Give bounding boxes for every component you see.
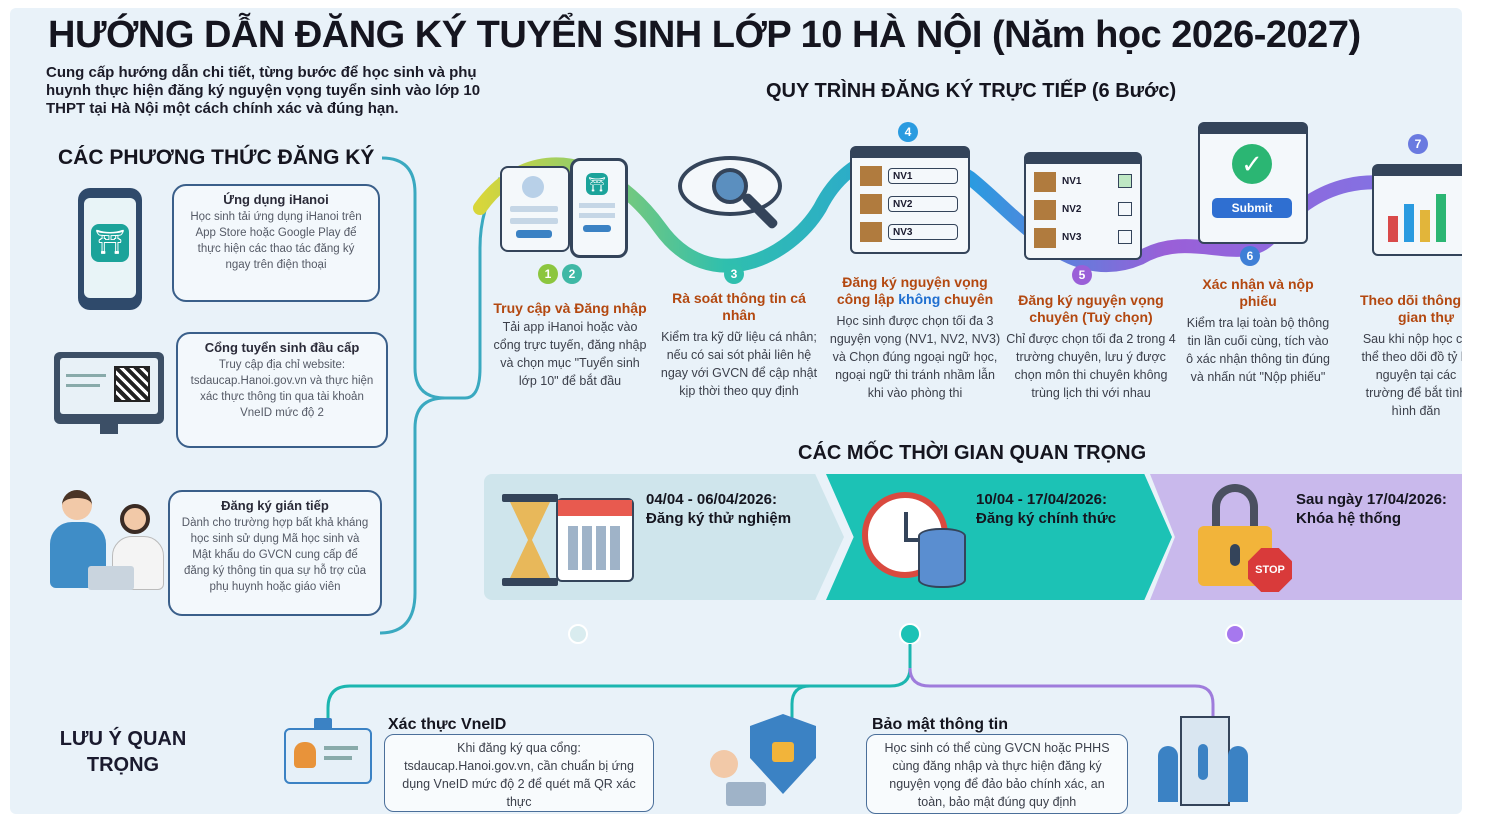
calendar-icon — [556, 498, 634, 582]
process-heading: QUY TRÌNH ĐĂNG KÝ TRỰC TIẾP (6 Bước) — [766, 80, 1177, 102]
hourglass-icon — [502, 494, 558, 586]
step-badge-2: 2 — [562, 264, 582, 284]
shield-lock-icon — [710, 714, 830, 810]
step-badge-5: 5 — [1072, 265, 1092, 285]
method-card-ihanoi: Ứng dụng iHanoi Học sinh tải ứng dụng iH… — [172, 184, 380, 302]
nv-label: NV3 — [888, 224, 958, 240]
check-icon: ✓ — [1232, 144, 1272, 184]
method-title: Đăng ký gián tiếp — [221, 498, 329, 513]
nv-label: NV1 — [888, 168, 958, 184]
people-laptop-icon — [48, 490, 170, 596]
method-title: Ứng dụng iHanoi — [223, 192, 329, 207]
step-desc: Kiểm tra kỹ dữ liệu cá nhân; nếu có sai … — [660, 330, 818, 398]
database-icon — [918, 528, 966, 588]
phone-icon: ⛩ — [570, 158, 628, 258]
infographic: HƯỚNG DẪN ĐĂNG KÝ TUYỂN SINH LỚP 10 HÀ N… — [10, 8, 1462, 814]
method-card-portal: Cổng tuyển sinh đầu cấp Truy cập địa chỉ… — [176, 332, 388, 448]
step-desc: Học sinh được chọn tối đa 3 nguyện vọng … — [829, 314, 1001, 400]
stop-sign-icon: STOP — [1248, 548, 1292, 592]
nv-label: NV2 — [888, 196, 958, 212]
note-title: Bảo mật thông tin — [872, 716, 1008, 733]
method-desc: Truy cập địa chỉ website: tsdaucap.Hanoi… — [190, 359, 374, 419]
step-badge-6: 6 — [1240, 246, 1260, 266]
step-desc: Tải app iHanoi hoặc vào cổng trực tuyến,… — [493, 320, 647, 388]
step-desc: Kiểm tra lại toàn bộ thông tin lần cuối … — [1186, 316, 1330, 384]
step-title: Rà soát thông tin cá nhân — [672, 290, 806, 323]
step-title: Xác nhận và nộp phiếu — [1202, 276, 1314, 309]
phone-app-icon: ⛩ — [78, 188, 142, 310]
step-desc: Chỉ được chọn tối đa 2 trong 4 trường ch… — [1006, 332, 1176, 400]
intro-text: Cung cấp hướng dẫn chi tiết, từng bước đ… — [46, 64, 481, 117]
step-title: Truy cập và Đăng nhập — [493, 300, 647, 316]
computer-qr-icon — [54, 352, 166, 434]
note-vneid: Khi đăng ký qua cổng: tsdaucap.Hanoi.gov… — [384, 734, 654, 812]
chart-window-icon — [1372, 164, 1462, 256]
milestone-text: 10/04 - 17/04/2026: Đăng ký chính thức — [976, 491, 1117, 527]
method-desc: Dành cho trường hợp bất khả kháng học si… — [181, 517, 369, 593]
milestone-text: Sau ngày 17/04/2026: Khóa hệ thống — [1296, 491, 1447, 527]
submit-button-graphic: Submit — [1212, 198, 1292, 218]
step-badge-7: 7 — [1408, 134, 1428, 154]
milestone-text: 04/04 - 06/04/2026: Đăng ký thử nghiệm — [646, 491, 792, 527]
method-desc: Học sinh tải ứng dụng iHanoi trên App St… — [190, 211, 362, 271]
step-title: Đăng ký nguyện vọng chuyên (Tuỳ chọn) — [1018, 292, 1164, 325]
milestones-heading: CÁC MỐC THỜI GIAN QUAN TRỌNG — [798, 442, 1147, 464]
page-title: HƯỚNG DẪN ĐĂNG KÝ TUYỂN SINH LỚP 10 HÀ N… — [48, 14, 1361, 56]
method-card-indirect: Đăng ký gián tiếp Dành cho trường hợp bấ… — [168, 490, 382, 616]
method-title: Cổng tuyển sinh đầu cấp — [204, 340, 360, 355]
methods-heading: CÁC PHƯƠNG THỨC ĐĂNG KÝ — [58, 146, 375, 169]
id-card-icon — [284, 718, 372, 784]
step-badge-1: 1 — [538, 264, 558, 284]
submit-window-icon: ✓ Submit — [1198, 122, 1308, 244]
login-screen-icon — [500, 166, 570, 252]
eye-icon — [678, 156, 782, 216]
step-title: Đăng ký nguyện vọng công lập không chuyê… — [836, 274, 994, 307]
step-badge-3: 3 — [724, 264, 744, 284]
step-desc: Sau khi nộp học có thể theo dõi đồ tỷ lệ… — [1361, 332, 1462, 418]
note-title: Xác thực VneID — [388, 716, 507, 733]
notes-heading: LƯU Ý QUAN TRỌNG — [59, 728, 187, 776]
gate-people-icon — [1158, 716, 1248, 806]
step-badge-4: 4 — [898, 122, 918, 142]
specialized-form-icon: NV1 NV2 NV3 — [1024, 152, 1142, 260]
step-title: Theo dõi thông thời gian thự — [1359, 292, 1462, 325]
nv-form-icon: NV1 NV2 NV3 — [850, 146, 970, 254]
note-security: Học sinh có thể cùng GVCN hoặc PHHS cùng… — [866, 734, 1128, 814]
